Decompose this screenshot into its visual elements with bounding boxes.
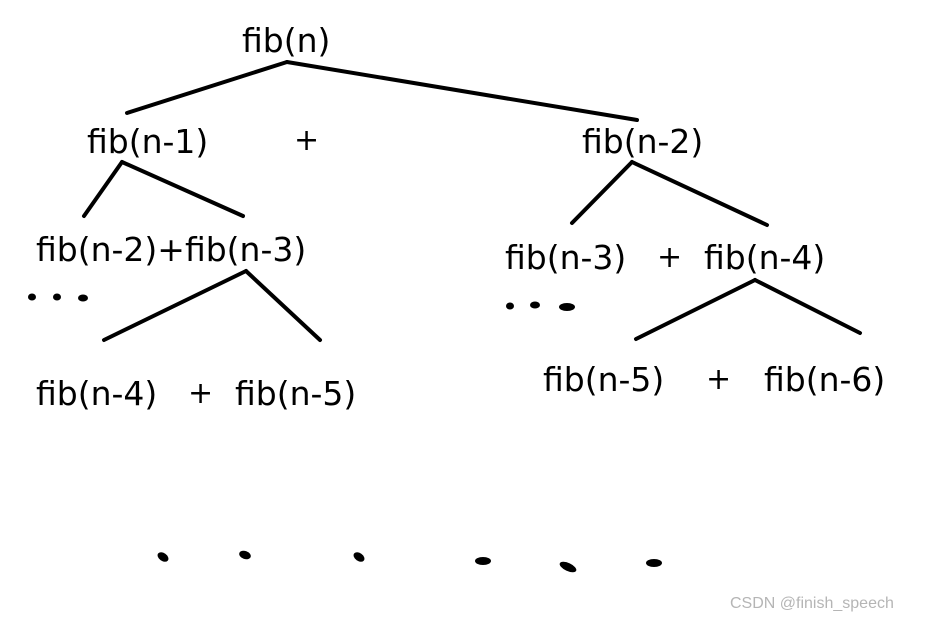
edge-l2right-b xyxy=(753,278,862,335)
edge-l2right-a xyxy=(634,278,757,341)
node-root: fib(n) xyxy=(242,21,331,60)
node-l1-right: fib(n-2) xyxy=(582,122,704,161)
edge-root-left xyxy=(125,60,289,115)
edge-l2left-a xyxy=(102,269,248,342)
dot xyxy=(157,552,169,562)
dot xyxy=(78,294,88,302)
node-l2-left: fib(n-2)+fib(n-3) xyxy=(36,230,307,269)
watermark: CSDN @finish_speech xyxy=(730,595,894,612)
node-l3-right-b: fib(n-6) xyxy=(764,360,886,399)
dot xyxy=(28,293,36,301)
dot xyxy=(239,550,251,560)
node-l1-left: fib(n-1) xyxy=(87,122,209,161)
dot xyxy=(559,303,575,311)
edge-l1left-b xyxy=(120,160,245,218)
dot xyxy=(53,293,61,301)
edge-l1left-a xyxy=(82,160,124,218)
node-l3-left-a: fib(n-4) xyxy=(36,374,158,413)
edge-l2left-b xyxy=(244,269,322,342)
dot xyxy=(530,301,540,309)
node-l3-right-a: fib(n-5) xyxy=(543,360,665,399)
edge-l1right-a xyxy=(570,160,634,225)
dot xyxy=(475,557,491,565)
dot xyxy=(353,552,365,562)
node-l2-right-a: fib(n-3) xyxy=(505,238,627,277)
node-l3-left-b: fib(n-5) xyxy=(235,374,357,413)
node-l2-right-b: fib(n-4) xyxy=(704,238,826,277)
plus-l3-right: + xyxy=(706,362,732,397)
dot xyxy=(506,302,514,310)
edge-l1right-b xyxy=(630,160,769,227)
dot xyxy=(646,559,662,567)
dot xyxy=(559,561,577,573)
ellipsis-marks xyxy=(28,293,662,573)
edge-root-right xyxy=(285,60,639,122)
plus-l3-left: + xyxy=(188,376,214,411)
plus-l2-right: + xyxy=(657,240,683,275)
plus-l1: + xyxy=(294,123,320,158)
